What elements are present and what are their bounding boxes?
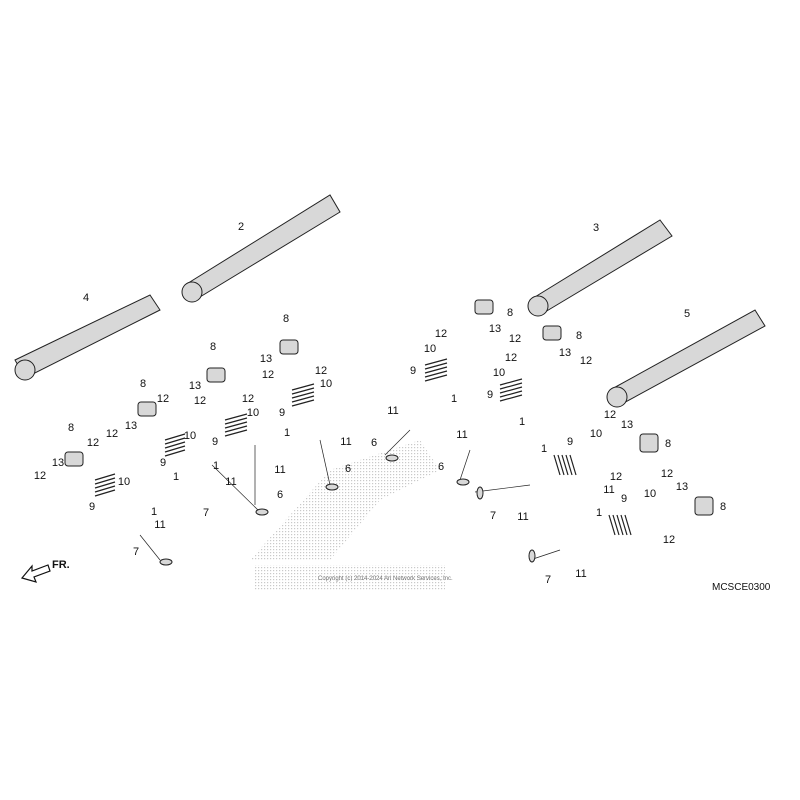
callout-13: 13: [489, 323, 501, 335]
callout-13: 13: [260, 353, 272, 365]
front-direction-arrow: FR.: [20, 559, 70, 583]
callout-6: 6: [345, 463, 351, 475]
callout-10: 10: [590, 428, 602, 440]
callout-1: 1: [213, 460, 219, 472]
callout-12: 12: [34, 470, 46, 482]
callout-11: 11: [575, 568, 586, 580]
callout-12: 12: [580, 355, 592, 367]
callout-1: 1: [284, 427, 290, 439]
callout-7: 7: [203, 507, 209, 519]
callout-12: 12: [663, 534, 675, 546]
callout-13: 13: [125, 420, 137, 432]
copyright-watermark: Copyright (c) 2014-2024 Ari Network Serv…: [318, 576, 453, 582]
callout-11: 11: [387, 405, 398, 417]
callout-11: 11: [456, 429, 467, 441]
callout-9: 9: [279, 407, 285, 419]
callout-13: 13: [676, 481, 688, 493]
callout-8: 8: [210, 341, 216, 353]
callout-1: 1: [596, 507, 602, 519]
callout-4: 4: [83, 292, 89, 304]
callout-11: 11: [517, 511, 528, 523]
callout-12: 12: [435, 328, 447, 340]
callout-7: 7: [133, 546, 139, 558]
callout-12: 12: [242, 393, 254, 405]
callout-3: 3: [593, 222, 599, 234]
callout-11: 11: [274, 464, 285, 476]
callout-8: 8: [283, 313, 289, 325]
callout-12: 12: [604, 409, 616, 421]
camshaft-4: [14, 294, 161, 381]
callout-6: 6: [277, 489, 283, 501]
callout-13: 13: [559, 347, 571, 359]
callout-8: 8: [720, 501, 726, 513]
callout-12: 12: [315, 365, 327, 377]
callout-9: 9: [212, 436, 218, 448]
camshaft-3: [527, 219, 673, 317]
callout-12: 12: [505, 352, 517, 364]
callout-13: 13: [52, 457, 64, 469]
callout-10: 10: [493, 367, 505, 379]
callout-9: 9: [567, 436, 573, 448]
callout-12: 12: [194, 395, 206, 407]
callout-12: 12: [661, 468, 673, 480]
callout-8: 8: [68, 422, 74, 434]
honda-wing-watermark: [250, 440, 445, 590]
callout-1: 1: [173, 471, 179, 483]
callout-1: 1: [541, 443, 547, 455]
callout-10: 10: [644, 488, 656, 500]
callout-13: 13: [621, 419, 633, 431]
callout-6: 6: [438, 461, 444, 473]
callout-11: 11: [603, 484, 614, 496]
valve-assemblies: [64, 299, 714, 566]
callout-12: 12: [157, 393, 169, 405]
callout-9: 9: [89, 501, 95, 513]
fr-label: FR.: [52, 559, 70, 571]
callout-7: 7: [490, 510, 496, 522]
callout-2: 2: [238, 221, 244, 233]
callout-11: 11: [340, 436, 351, 448]
callout-9: 9: [160, 457, 166, 469]
callout-12: 12: [106, 428, 118, 440]
callout-10: 10: [424, 343, 436, 355]
callout-11: 11: [154, 519, 165, 531]
diagram-code: MCSCE0300: [712, 582, 771, 593]
callout-8: 8: [665, 438, 671, 450]
callout-1: 1: [151, 506, 157, 518]
callout-5: 5: [684, 308, 690, 320]
callout-10: 10: [320, 378, 332, 390]
callout-10: 10: [184, 430, 196, 442]
callout-10: 10: [247, 407, 259, 419]
callout-12: 12: [87, 437, 99, 449]
callout-11: 11: [225, 476, 236, 488]
callout-13: 13: [189, 380, 201, 392]
callout-12: 12: [610, 471, 622, 483]
camshaft-2: [181, 194, 341, 303]
callout-8: 8: [576, 330, 582, 342]
callout-7: 7: [545, 574, 551, 586]
callout-9: 9: [487, 389, 493, 401]
callout-12: 12: [509, 333, 521, 345]
callout-1: 1: [519, 416, 525, 428]
callout-12: 12: [262, 369, 274, 381]
camshaft-5: [606, 309, 766, 408]
callout-10: 10: [118, 476, 130, 488]
callout-8: 8: [507, 307, 513, 319]
callout-9: 9: [410, 365, 416, 377]
callout-9: 9: [621, 493, 627, 505]
callout-1: 1: [451, 393, 457, 405]
callout-6: 6: [371, 437, 377, 449]
callout-8: 8: [140, 378, 146, 390]
